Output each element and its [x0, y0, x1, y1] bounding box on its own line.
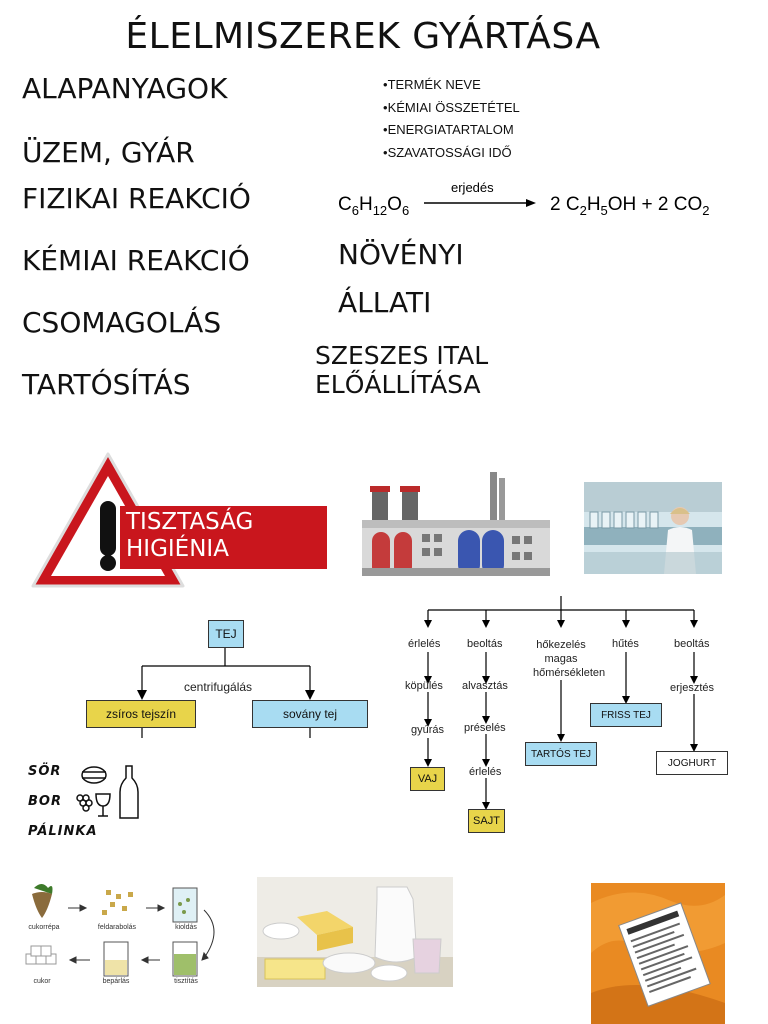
term-physical-reaction: FIZIKAI REAKCIÓ — [22, 182, 251, 215]
evaporation-beaker-icon — [103, 941, 129, 977]
heat-line2: magas — [544, 653, 578, 665]
term-packaging: CSOMAGOLÁS — [22, 306, 222, 339]
reaction-arrowhead — [526, 199, 536, 207]
step-churning: köpülés — [405, 680, 443, 692]
fermentation-equation: C6H12O6 erjedés 2 C2H5OH + 2 CO2 — [338, 176, 738, 226]
label-chopping: feldarabolás — [97, 924, 137, 931]
step-heat-treatment: hőkezelés magas hőmérsékleten — [533, 638, 606, 680]
factory-icon — [362, 472, 550, 576]
bottle-icon — [119, 765, 139, 819]
hygiene-warning-sign: TISZTASÁG HIGIÉNIA — [28, 446, 328, 592]
filter-beaker-icon — [172, 941, 198, 977]
term-raw-materials: ALAPANYAGOK — [22, 72, 228, 105]
step-aging: érlelés — [469, 766, 502, 778]
warning-line1: TISZTASÁG — [126, 509, 254, 535]
dairy-products-tree: érlelés köpülés gyúrás VAJ beoltás alvas… — [380, 596, 730, 836]
long-life-milk-box: TARTÓS TEJ — [525, 742, 597, 766]
cheese-box: SAJT — [468, 809, 505, 833]
milk-box: TEJ — [208, 620, 244, 648]
label-bullet-list: TERMÉK NEVE KÉMIAI ÖSSZETÉTEL ENERGIATAR… — [383, 74, 520, 164]
step-inoculation: beoltás — [467, 638, 503, 650]
step-pressing: préselés — [464, 722, 506, 734]
wine-glass-icon — [95, 793, 111, 817]
sugar-process-diagram: cukorrépa feldarabolás kioldás tisztítás… — [18, 880, 228, 990]
dissolving-beaker-icon — [172, 887, 198, 923]
bullet-energy: ENERGIATARTALOM — [383, 119, 520, 142]
milk-centrifuge-diagram: TEJ centrifugálás zsíros tejszín sovány … — [86, 618, 376, 738]
label-dissolving: kioldás — [175, 924, 197, 931]
sugar-cubes-icon — [25, 945, 57, 965]
alcohol-production: SZESZES ITAL ELŐÁLLÍTÁSA — [315, 341, 488, 399]
factory-illustration — [362, 470, 550, 576]
step-fermentation: erjesztés — [670, 682, 715, 694]
barrel-icon — [81, 766, 107, 784]
skim-milk-box: sovány tej — [252, 700, 368, 728]
label-sugar: cukor — [33, 978, 51, 985]
label-sugar-beet: cukorrépa — [28, 924, 60, 931]
cream-box: zsíros tejszín — [86, 700, 196, 728]
step-cooling: hűtés — [612, 638, 639, 650]
chopped-pieces-icon — [102, 890, 133, 915]
origin-animal: ÁLLATI — [338, 286, 432, 319]
bullet-product-name: TERMÉK NEVE — [383, 74, 520, 97]
alcohol-line1: SZESZES ITAL — [315, 341, 489, 370]
nutrition-label-photo-icon — [591, 883, 725, 1024]
step-ripening: érlelés — [408, 638, 441, 650]
heat-line3: hőmérsékleten — [533, 667, 606, 679]
grapes-icon — [76, 794, 93, 812]
yogurt-box: JOGHURT — [656, 751, 728, 775]
drinks-illustration — [72, 762, 144, 822]
term-preservation: TARTÓSÍTÁS — [22, 368, 191, 401]
warning-text: TISZTASÁG HIGIÉNIA — [126, 509, 253, 563]
production-line-photo — [584, 482, 722, 574]
warning-triangle-icon — [31, 452, 327, 588]
drink-beer: SÖR — [28, 764, 62, 779]
worker-photo-icon — [584, 482, 722, 574]
sugar-beet-icon — [32, 884, 53, 918]
drink-wine: BOR — [28, 794, 62, 809]
step-inoculation-2: beoltás — [674, 638, 710, 650]
arrow-label: erjedés — [451, 180, 494, 195]
term-chemical-reaction: KÉMIAI REAKCIÓ — [22, 244, 250, 277]
step-kneading: gyúrás — [411, 724, 445, 736]
warning-line2: HIGIÉNIA — [126, 536, 229, 562]
centrifuge-label: centrifugálás — [184, 680, 253, 694]
page-title: ÉLELMISZEREK GYÁRTÁSA — [125, 16, 601, 57]
packaged-food-photo — [591, 883, 725, 1024]
drink-palinka: PÁLINKA — [28, 824, 98, 839]
label-purification: tisztítás — [174, 978, 198, 985]
origin-plant: NÖVÉNYI — [338, 238, 464, 271]
butter-box: VAJ — [410, 767, 445, 791]
step-curdling: alvasztás — [462, 680, 508, 692]
reactant-formula: C6H12O6 — [338, 194, 409, 218]
bullet-expiry: SZAVATOSSÁGI IDŐ — [383, 142, 520, 165]
dairy-photo-icon — [257, 877, 453, 987]
fresh-milk-box: FRISS TEJ — [590, 703, 662, 727]
term-factory: ÜZEM, GYÁR — [22, 136, 195, 169]
heat-line1: hőkezelés — [536, 639, 586, 651]
alcohol-line2: ELŐÁLLÍTÁSA — [315, 370, 481, 399]
dairy-products-photo — [257, 877, 453, 987]
label-evaporation: bepárlás — [102, 978, 130, 985]
product-formula: 2 C2H5OH + 2 CO2 — [550, 194, 710, 218]
bullet-composition: KÉMIAI ÖSSZETÉTEL — [383, 97, 520, 120]
